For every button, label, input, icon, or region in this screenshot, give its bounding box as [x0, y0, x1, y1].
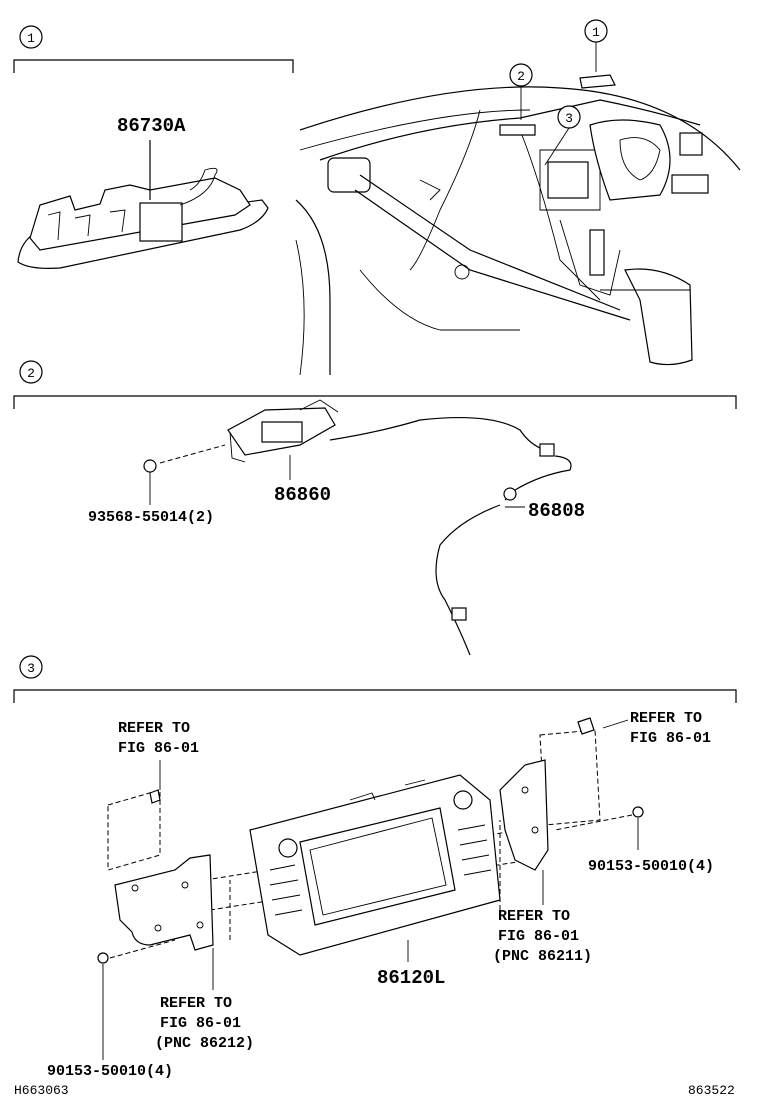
navigation-unit-86120l-drawing — [97, 717, 644, 1060]
svg-text:1: 1 — [27, 31, 35, 46]
svg-text:FIG 86-01: FIG 86-01 — [118, 740, 199, 757]
section-3-marker: 3 — [19, 655, 43, 679]
ref-bottom-left: REFER TO FIG 86-01 (PNC 86212) — [155, 995, 254, 1052]
svg-text:REFER TO: REFER TO — [498, 908, 570, 925]
svg-text:2: 2 — [517, 69, 525, 84]
overview-callout-2: 2 — [509, 63, 533, 87]
antenna-cord-86808-drawing — [329, 416, 572, 656]
console-86730a-drawing — [17, 140, 269, 269]
svg-text:FIG 86-01: FIG 86-01 — [498, 928, 579, 945]
label-93568-55014: 93568-55014(2) — [88, 509, 214, 526]
label-86860: 86860 — [274, 484, 331, 506]
label-86730a: 86730A — [117, 115, 186, 137]
svg-text:REFER TO: REFER TO — [630, 710, 702, 727]
ref-top-right: REFER TO FIG 86-01 — [630, 710, 711, 747]
label-bolt-right: 90153-50010(4) — [588, 858, 714, 875]
dashboard-overview-drawing — [295, 42, 741, 376]
svg-text:3: 3 — [565, 111, 573, 126]
svg-text:3: 3 — [27, 661, 35, 676]
footer-right-code: 863522 — [688, 1083, 735, 1098]
svg-text:FIG 86-01: FIG 86-01 — [160, 1015, 241, 1032]
svg-text:1: 1 — [592, 25, 600, 40]
section-1-bracket — [13, 59, 294, 73]
label-bolt-left: 90153-50010(4) — [47, 1063, 173, 1080]
svg-text:(PNC 86211): (PNC 86211) — [493, 948, 592, 965]
overview-callout-3: 3 — [557, 105, 581, 129]
antenna-amplifier-86860-drawing — [143, 399, 339, 505]
section-2-bracket — [13, 395, 737, 409]
footer-left-code: H663063 — [14, 1083, 69, 1098]
svg-text:REFER TO: REFER TO — [118, 720, 190, 737]
svg-text:FIG 86-01: FIG 86-01 — [630, 730, 711, 747]
section-1-marker: 1 — [19, 25, 43, 49]
label-86120l: 86120L — [377, 967, 445, 989]
overview-callout-1: 1 — [584, 19, 608, 43]
svg-text:REFER TO: REFER TO — [160, 995, 232, 1012]
section-3-bracket — [13, 689, 737, 703]
ref-top-left: REFER TO FIG 86-01 — [118, 720, 199, 757]
svg-text:(PNC 86212): (PNC 86212) — [155, 1035, 254, 1052]
ref-mid-right: REFER TO FIG 86-01 (PNC 86211) — [493, 908, 592, 965]
svg-text:2: 2 — [27, 366, 35, 381]
label-86808: 86808 — [528, 500, 585, 522]
section-2-marker: 2 — [19, 360, 43, 384]
